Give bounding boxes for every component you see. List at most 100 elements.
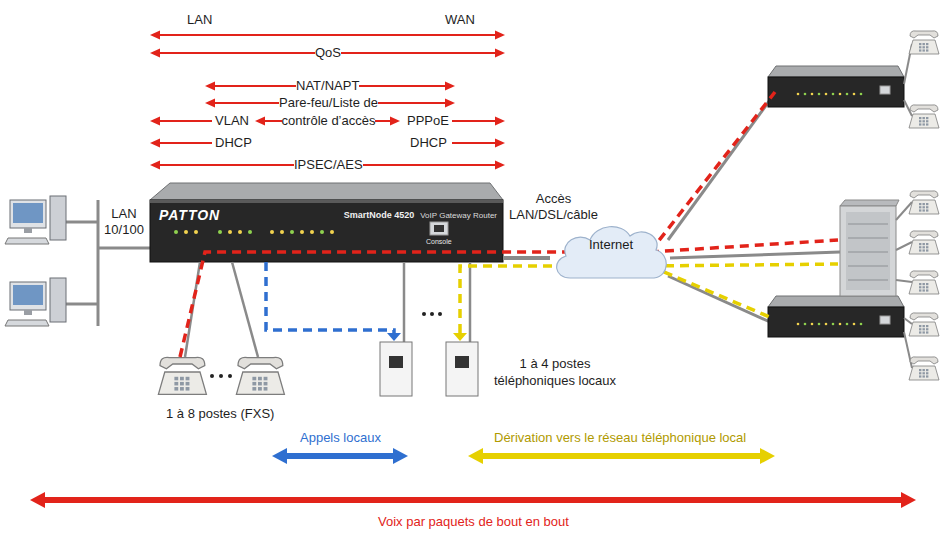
arrow-head bbox=[205, 82, 215, 91]
label-box: QoS bbox=[315, 45, 341, 61]
feature-label: VLAN bbox=[215, 113, 249, 128]
gateway-router-front: PATTONSmartNode 4520VoIP Gateway Router bbox=[150, 200, 503, 262]
telephone-key bbox=[926, 123, 928, 125]
computer-keyboard bbox=[5, 320, 49, 326]
status-led bbox=[832, 323, 835, 326]
remote-router-top bbox=[768, 66, 904, 77]
telephone-key bbox=[919, 286, 921, 288]
wall-jack-socket bbox=[455, 356, 469, 368]
telephone-key bbox=[919, 375, 921, 377]
computer-screen bbox=[13, 203, 43, 223]
computer-stand bbox=[24, 310, 32, 315]
label-box: PPPoE bbox=[407, 113, 449, 129]
telephone-key bbox=[926, 372, 928, 374]
telephone-key bbox=[926, 283, 928, 285]
computer-tower bbox=[50, 196, 66, 240]
feature-label: QoS bbox=[315, 45, 341, 60]
telephone-key bbox=[923, 43, 925, 45]
status-led bbox=[860, 93, 863, 96]
telephone-key bbox=[180, 377, 184, 381]
lan-uplink bbox=[98, 247, 150, 250]
telephone-base bbox=[909, 322, 939, 336]
telephone-key bbox=[923, 209, 925, 211]
status-led bbox=[846, 323, 849, 326]
telephone-key bbox=[923, 49, 925, 51]
telephone-key bbox=[180, 382, 184, 386]
telephone-key bbox=[923, 206, 925, 208]
label-box: LAN 10/100 bbox=[100, 206, 148, 238]
telephone-handset bbox=[910, 357, 938, 364]
arrow-head bbox=[255, 117, 265, 126]
feature-label: DHCP bbox=[215, 135, 252, 150]
telephone-key bbox=[926, 328, 928, 330]
label-box: Dérivation vers le réseau téléphonique l… bbox=[494, 430, 746, 446]
telephone-key bbox=[919, 46, 921, 48]
fxs-phones-label: 1 à 8 postes (FXS) bbox=[166, 406, 274, 421]
telephone-icon bbox=[909, 313, 939, 336]
telephone-key bbox=[923, 331, 925, 333]
telephone-key bbox=[926, 246, 928, 248]
local-calls-caption: Appels locaux bbox=[300, 430, 381, 445]
scope-label: LAN bbox=[187, 12, 212, 27]
telephone-handset bbox=[910, 31, 938, 38]
telephone-base bbox=[909, 40, 939, 54]
phone-wire bbox=[896, 280, 912, 282]
lan-branch bbox=[66, 221, 98, 224]
scope-arrow-line bbox=[452, 120, 496, 122]
telephone-handset bbox=[910, 105, 938, 112]
telephone-key bbox=[186, 387, 190, 391]
telephone-icon bbox=[909, 105, 939, 128]
label-box: Voix par paquets de bout en bout bbox=[378, 514, 569, 530]
telephone-icon bbox=[909, 31, 939, 54]
console-port bbox=[430, 222, 448, 235]
internet-link bbox=[668, 276, 770, 322]
arrow-head bbox=[150, 139, 160, 148]
scope-arrow-line bbox=[159, 34, 496, 36]
status-led bbox=[320, 230, 324, 234]
internet-link bbox=[670, 252, 840, 258]
label-box: NAT/NAPT bbox=[296, 78, 359, 94]
fxo-wire bbox=[469, 262, 472, 342]
status-led bbox=[194, 230, 198, 234]
rack-shelf bbox=[848, 238, 888, 239]
telephone-key bbox=[926, 243, 928, 245]
remote-router-top bbox=[768, 296, 904, 307]
feature-label: DHCP bbox=[410, 135, 447, 150]
status-led bbox=[300, 230, 304, 234]
arrow-head bbox=[453, 333, 467, 341]
arrow-head bbox=[150, 31, 160, 40]
telephone-key bbox=[252, 382, 256, 386]
telephone-key bbox=[919, 283, 921, 285]
telephone-key bbox=[923, 203, 925, 205]
status-led bbox=[839, 93, 842, 96]
telephone-icon bbox=[158, 357, 206, 394]
cloud-label: Internet bbox=[589, 238, 633, 294]
telephone-key bbox=[923, 249, 925, 251]
arrow-head bbox=[445, 82, 455, 91]
telephone-icon bbox=[909, 231, 939, 254]
telephone-key bbox=[926, 49, 928, 51]
rack-shelf bbox=[848, 252, 888, 253]
ellipsis-dot bbox=[219, 374, 223, 378]
rack-shelf bbox=[848, 224, 888, 225]
end-to-end-caption: Voix par paquets de bout en bout bbox=[378, 514, 569, 529]
telephone-key bbox=[919, 117, 921, 119]
telephone-key bbox=[923, 369, 925, 371]
label-box: LAN bbox=[187, 12, 212, 28]
status-led bbox=[811, 323, 814, 326]
telephone-key bbox=[258, 387, 262, 391]
status-led bbox=[290, 230, 294, 234]
feature-label: IPSEC/AES bbox=[294, 157, 363, 172]
router-front-trim bbox=[150, 200, 503, 203]
arrow-head bbox=[387, 333, 401, 341]
telephone-key bbox=[923, 117, 925, 119]
label-box: Console bbox=[426, 238, 452, 246]
telephone-key bbox=[923, 372, 925, 374]
ellipsis-dot bbox=[430, 312, 434, 316]
scope-arrow-line bbox=[159, 142, 212, 144]
telephone-key bbox=[180, 387, 184, 391]
telephone-key bbox=[926, 375, 928, 377]
telephone-key bbox=[926, 331, 928, 333]
status-led bbox=[832, 93, 835, 96]
